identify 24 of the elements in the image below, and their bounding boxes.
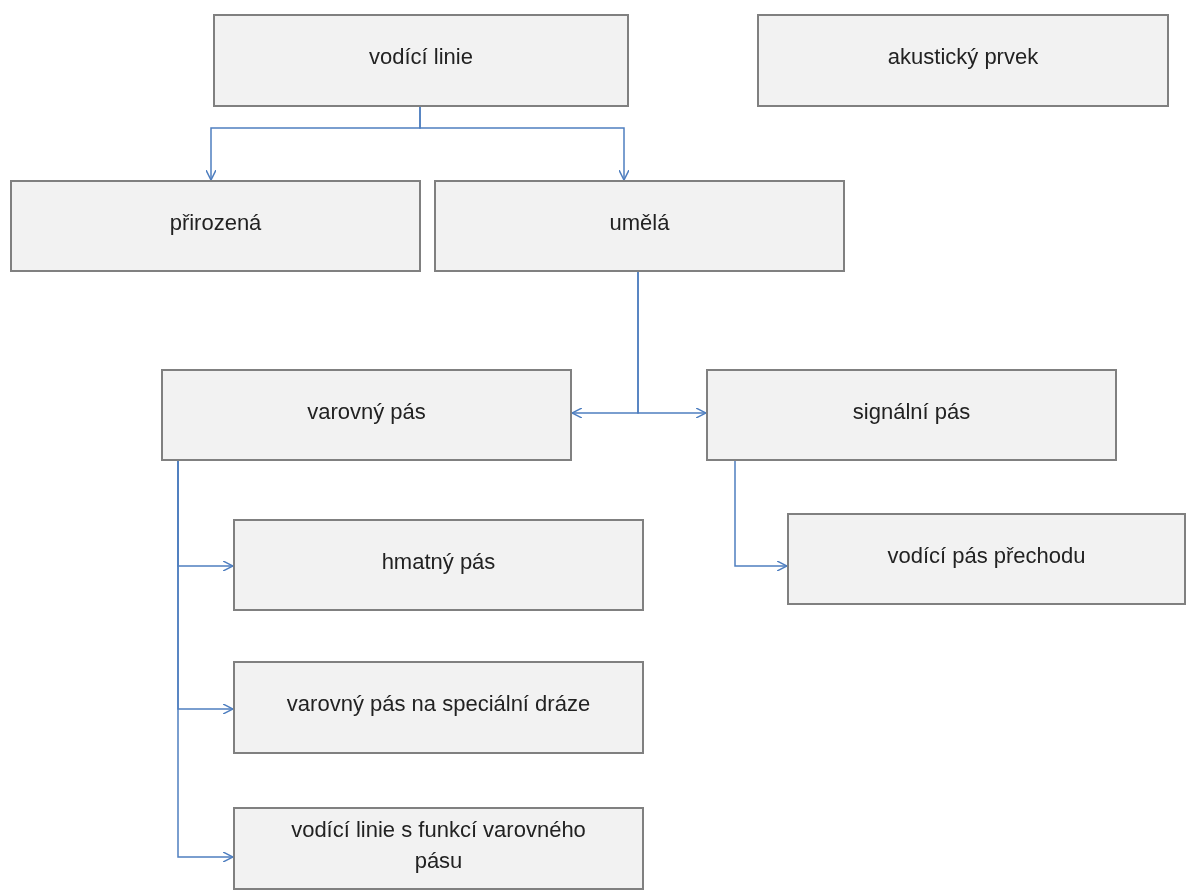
arrow: [419, 106, 630, 181]
box-label: vodící linie: [369, 43, 473, 72]
category-box: [213, 14, 629, 107]
category-box: [787, 513, 1186, 605]
category-box: [233, 661, 644, 754]
category-box: [757, 14, 1169, 107]
arrow: [177, 460, 234, 863]
category-box: [161, 369, 572, 461]
box-label: hmatný pás: [381, 547, 496, 576]
box-label: varovný pás na speciální dráze: [286, 690, 591, 719]
category-box: [434, 180, 845, 272]
box-label: vodící linie s funkcí varovného pásu: [290, 815, 587, 875]
box-label: umělá: [609, 208, 670, 237]
box-label: vodící pás přechodu: [887, 541, 1086, 570]
category-box: [10, 180, 421, 272]
category-box: [706, 369, 1117, 461]
arrow: [734, 460, 788, 572]
box-label: přirozená: [169, 208, 262, 237]
category-box: [233, 519, 644, 611]
category-box: [233, 807, 644, 890]
box-label: varovný pás: [307, 397, 426, 426]
box-label: signální pás: [852, 397, 971, 426]
arrow: [637, 271, 707, 419]
box-label: akustický prvek: [887, 43, 1039, 72]
